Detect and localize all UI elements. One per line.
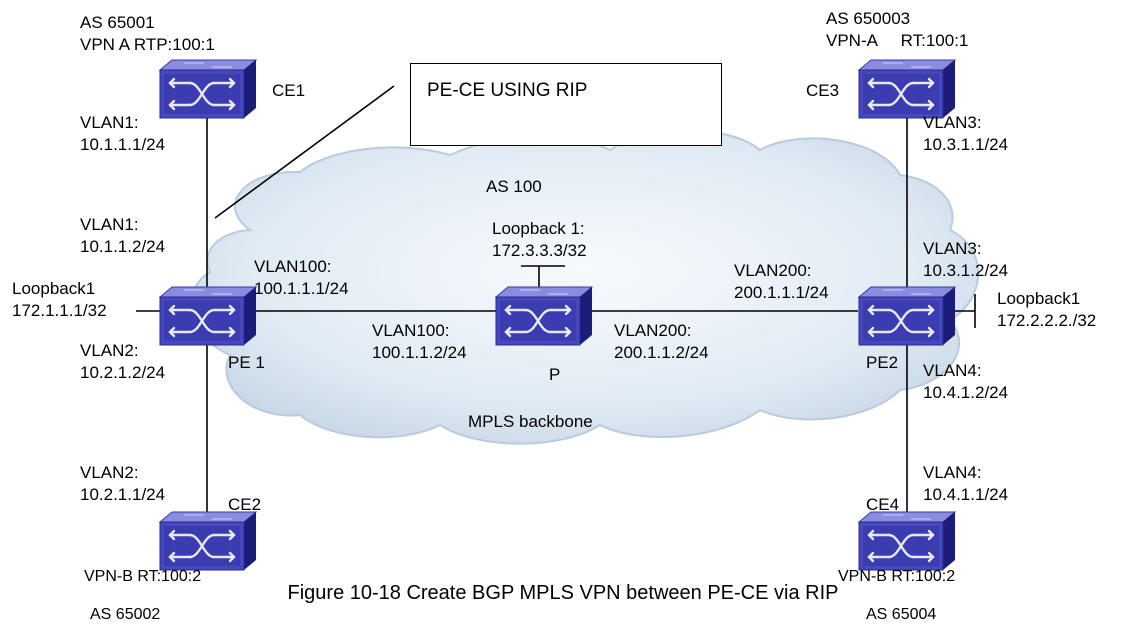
ce2-vlan2-label: VLAN2: 10.2.1.1/24 <box>80 462 165 506</box>
pe1-loopback-ip: 172.1.1.1/32 <box>12 301 107 320</box>
pe2-vlan3-ip: 10.3.1.2/24 <box>923 261 1009 280</box>
ce3-vlan3-label: VLAN3: 10.3.1.1/24 <box>923 112 1008 156</box>
pe1-vlan2-ip: 10.2.1.2/24 <box>80 363 166 382</box>
pe2-vlan4-name: VLAN4: <box>923 361 982 380</box>
pe1-vlan1-ip: 10.1.1.2/24 <box>80 237 166 256</box>
pe2-vlan200-ip: 200.1.1.1/24 <box>734 283 829 302</box>
pe2-vlan3-label: VLAN3: 10.3.1.2/24 <box>923 238 1008 282</box>
ce1-name: CE1 <box>272 81 306 100</box>
switch-ce4-icon <box>857 510 957 572</box>
ce3-vlan3-name: VLAN3: <box>923 113 982 132</box>
ce4-name: CE4 <box>866 495 900 514</box>
p-loopback-ip: 172.3.3.3/32 <box>492 241 587 260</box>
switch-p-icon <box>494 285 594 347</box>
ce1-vpn: VPN A RTP:100:1 <box>80 35 215 54</box>
p-vlan200-ip: 200.1.1.2/24 <box>614 343 709 362</box>
p-vlan100-ip: 100.1.1.2/24 <box>372 343 467 362</box>
ce3-vlan3-ip: 10.3.1.1/24 <box>923 135 1009 154</box>
ce4-as: AS 65004 <box>866 606 937 623</box>
ce1-as: AS 65001 <box>80 13 155 32</box>
ce2-vpn: VPN-B RT:100:2 <box>84 568 202 585</box>
p-vlan200-name: VLAN200: <box>614 321 692 340</box>
cloud-as-label: AS 100 <box>486 177 542 196</box>
p-vlan100-name: VLAN100: <box>372 321 450 340</box>
switch-ce2-icon <box>158 510 258 572</box>
ce2-vlan2-ip: 10.2.1.1/24 <box>80 485 166 504</box>
pe1-vlan2-label: VLAN2: 10.2.1.2/24 <box>80 340 165 384</box>
pe2-loopback-ip: 172.2.2.2./32 <box>997 311 1097 330</box>
pe2-vlan4-ip: 10.4.1.2/24 <box>923 383 1009 402</box>
figure-caption: Figure 10-18 Create BGP MPLS VPN between… <box>287 582 839 604</box>
ce3-as: AS 650003 <box>826 9 911 28</box>
ce3-name: CE3 <box>806 81 840 100</box>
pe1-vlan2-name: VLAN2: <box>80 341 139 360</box>
pe1-vlan100-name: VLAN100: <box>254 257 332 276</box>
ce2-name: CE2 <box>228 495 262 514</box>
pe2-vlan4-label: VLAN4: 10.4.1.2/24 <box>923 360 1008 404</box>
ce4-vlan4-name: VLAN4: <box>923 463 982 482</box>
pe1-vlan1-name: VLAN1: <box>80 215 139 234</box>
pe1-loopback-name: Loopback1 <box>12 279 96 298</box>
pe1-vlan100-ip: 100.1.1.1/24 <box>254 279 349 298</box>
switch-pe2-icon <box>857 285 957 347</box>
p-vlan100-label: VLAN100: 100.1.1.2/24 <box>372 320 467 364</box>
pe2-vlan3-name: VLAN3: <box>923 239 982 258</box>
ce1-vlan1-name: VLAN1: <box>80 113 139 132</box>
switch-pe1-icon <box>158 285 258 347</box>
callout-text: PE-CE USING RIP <box>427 80 588 101</box>
switch-ce3-icon <box>857 58 957 120</box>
pe2-vlan200-label: VLAN200: 200.1.1.1/24 <box>734 260 829 304</box>
pe1-vlan1-label: VLAN1: 10.1.1.2/24 <box>80 214 165 258</box>
p-name: P <box>549 365 561 384</box>
ce3-info: AS 650003 VPN-A RT:100:1 <box>826 8 968 52</box>
pe2-vlan200-name: VLAN200: <box>734 261 812 280</box>
ce4-vlan4-ip: 10.4.1.1/24 <box>923 485 1009 504</box>
ce1-info: AS 65001 VPN A RTP:100:1 <box>80 12 215 56</box>
pe2-loopback-label: Loopback1 172.2.2.2./32 <box>997 288 1096 332</box>
ce1-vlan1-label: VLAN1: 10.1.1.1/24 <box>80 112 165 156</box>
ce1-vlan1-ip: 10.1.1.1/24 <box>80 135 166 154</box>
pe2-name: PE2 <box>866 353 899 372</box>
p-loopback-name: Loopback 1: <box>492 219 585 238</box>
switch-ce1-icon <box>158 58 258 120</box>
ce3-vpn: VPN-A RT:100:1 <box>826 31 969 50</box>
cloud-name-label: MPLS backbone <box>468 412 593 431</box>
pe1-loopback-label: Loopback1 172.1.1.1/32 <box>12 278 107 322</box>
p-vlan200-label: VLAN200: 200.1.1.2/24 <box>614 320 709 364</box>
ce2-vlan2-name: VLAN2: <box>80 463 139 482</box>
pe1-name: PE 1 <box>228 353 265 372</box>
callout-pointer <box>214 85 395 219</box>
ce2-as: AS 65002 <box>90 606 161 623</box>
ce4-vlan4-label: VLAN4: 10.4.1.1/24 <box>923 462 1008 506</box>
callout-box: PE-CE USING RIP <box>410 63 722 146</box>
p-loopback-label: Loopback 1: 172.3.3.3/32 <box>492 218 587 262</box>
pe1-vlan100-label: VLAN100: 100.1.1.1/24 <box>254 256 349 300</box>
ce4-vpn: VPN-B RT:100:2 <box>838 568 956 585</box>
pe2-loopback-name: Loopback1 <box>997 289 1081 308</box>
